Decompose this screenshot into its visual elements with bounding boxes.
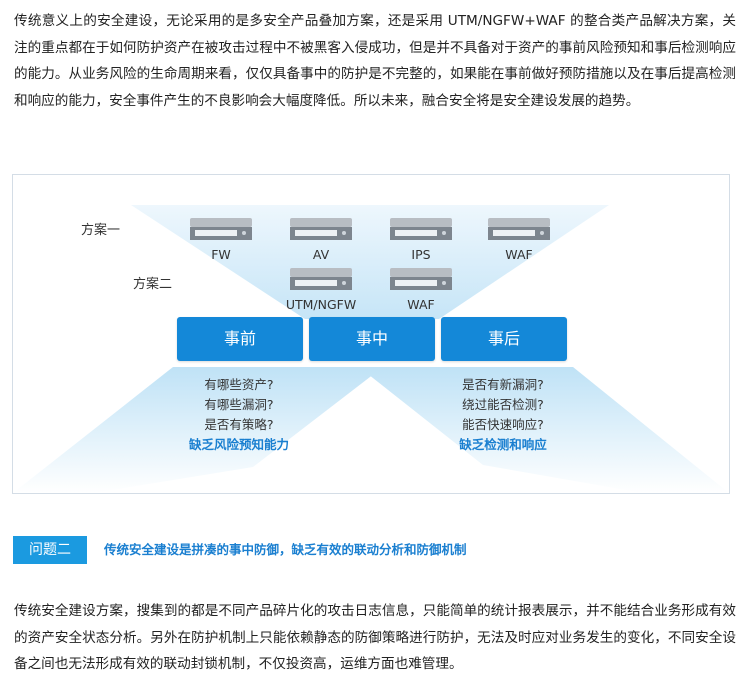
before-gap: 缺乏风险预知能力 xyxy=(188,437,289,452)
question-item: 是否有新漏洞? xyxy=(462,377,544,392)
phase-before: 事前 xyxy=(177,317,303,361)
question-item: 有哪些漏洞? xyxy=(204,397,274,412)
appliance-icon xyxy=(488,218,550,240)
question-item: 能否快速响应? xyxy=(462,417,544,432)
plan1-label: 方案一 xyxy=(81,223,121,238)
bottom-paragraph: 传统安全建设方案，搜集到的都是不同产品碎片化的攻击日志信息，只能简单的统计报表展… xyxy=(14,603,736,672)
phase-during: 事中 xyxy=(309,317,435,361)
appliance-icon xyxy=(290,218,352,240)
appliance-icon xyxy=(390,218,452,240)
device-label: AV xyxy=(312,247,330,262)
after-questions: 是否有新漏洞? 绕过能否检测? 能否快速响应? 缺乏检测和响应 xyxy=(403,375,603,455)
device-label: FW xyxy=(211,247,231,262)
appliance-icon xyxy=(190,218,252,240)
lower-right-fan xyxy=(359,367,729,493)
device-label: IPS xyxy=(411,247,431,262)
phase-after: 事后 xyxy=(441,317,567,361)
issue-tag: 问题二 xyxy=(13,536,87,564)
before-questions: 有哪些资产? 有哪些漏洞? 是否有策略? 缺乏风险预知能力 xyxy=(139,375,339,455)
appliance-icon xyxy=(290,268,352,290)
av-device: AV xyxy=(289,217,353,262)
utm-ngfw-device: UTM/NGFW xyxy=(286,267,356,312)
plan2-label: 方案二 xyxy=(133,277,173,292)
waf-device: WAF xyxy=(487,217,551,262)
device-label: WAF xyxy=(407,297,435,312)
waf-device-plan2: WAF xyxy=(389,267,453,312)
fw-device: FW xyxy=(189,217,253,262)
appliance-icon xyxy=(390,268,452,290)
question-item: 是否有策略? xyxy=(204,417,274,432)
question-item: 有哪些资产? xyxy=(204,377,274,392)
lower-left-fan xyxy=(13,367,383,493)
issue-title: 传统安全建设是拼凑的事中防御，缺乏有效的联动分析和防御机制 xyxy=(104,542,467,557)
after-gap: 缺乏检测和响应 xyxy=(459,437,547,452)
intro-paragraph: 传统意义上的安全建设，无论采用的是多安全产品叠加方案，还是采用 UTM/NGFW… xyxy=(14,13,736,109)
question-item: 绕过能否检测? xyxy=(462,397,544,412)
security-diagram: 方案一 方案二 FW AV IPS xyxy=(12,174,730,494)
ips-device: IPS xyxy=(389,217,453,262)
device-label: WAF xyxy=(505,247,533,262)
device-label: UTM/NGFW xyxy=(285,297,357,312)
